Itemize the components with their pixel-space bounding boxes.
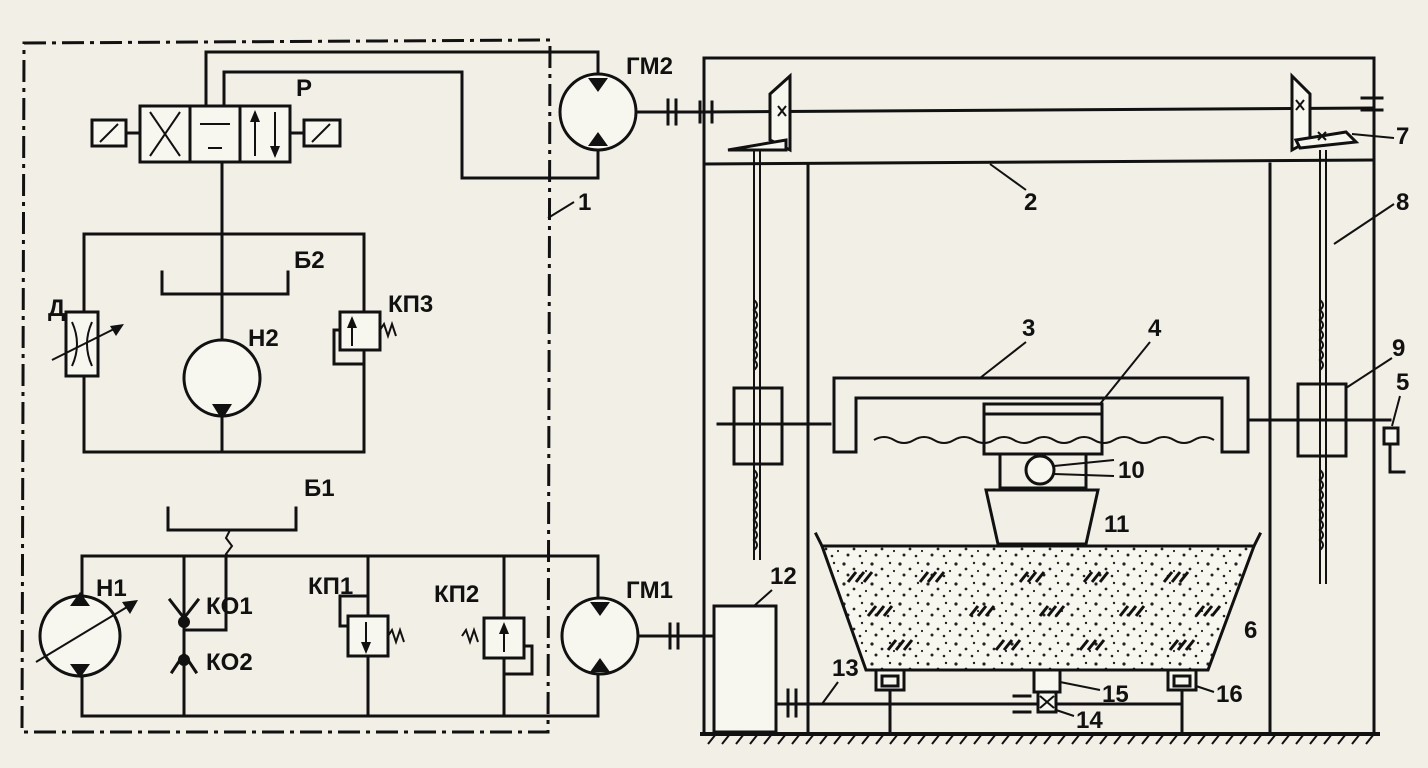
bottom-shaft <box>774 688 1182 718</box>
traverse-beam <box>832 376 1250 456</box>
upper-circuit <box>51 232 397 454</box>
label-KP2: КП2 <box>434 581 479 608</box>
motor-gm1 <box>560 596 716 676</box>
top-shaft <box>698 72 1384 153</box>
label-n16: 16 <box>1216 681 1243 708</box>
label-D: Д <box>48 295 65 322</box>
vibrator-assembly <box>984 452 1100 546</box>
label-n4: 4 <box>1148 315 1162 342</box>
lead-screw-left <box>716 150 832 560</box>
label-KO1: КО1 <box>206 593 253 620</box>
unit-housing <box>20 38 552 734</box>
label-B1: Б1 <box>304 475 335 502</box>
carriage <box>982 402 1104 456</box>
tank-b2 <box>160 270 290 296</box>
tank-b1 <box>166 506 298 532</box>
label-n7: 7 <box>1396 123 1409 150</box>
lead-screw-right <box>1246 150 1392 584</box>
label-n12: 12 <box>770 563 797 590</box>
label-KP1: КП1 <box>308 573 353 600</box>
label-n1: 1 <box>578 189 591 216</box>
label-GM2: ГМ2 <box>626 53 673 80</box>
lower-circuit <box>35 554 600 718</box>
line-to-gm2-bottom <box>222 70 600 180</box>
relief-valve-kp3 <box>338 310 382 352</box>
label-n2: 2 <box>1024 189 1037 216</box>
motor-gm2 <box>558 72 706 152</box>
label-n8: 8 <box>1396 189 1409 216</box>
label-H1: Н1 <box>96 575 127 602</box>
line-to-gm2-top <box>204 50 600 108</box>
drive-box <box>712 604 778 734</box>
directional-valve <box>90 104 342 164</box>
label-n15: 15 <box>1102 681 1129 708</box>
tool <box>984 488 1100 546</box>
hydraulic-unit: Р Д Б2 <box>20 38 600 734</box>
label-B2: Б2 <box>294 247 325 274</box>
label-n5: 5 <box>1396 369 1409 396</box>
label-n14: 14 <box>1076 707 1103 734</box>
supports <box>874 668 1198 736</box>
label-n3: 3 <box>1022 315 1035 342</box>
label-n11: 11 <box>1104 511 1129 538</box>
label-n9: 9 <box>1392 335 1405 362</box>
label-KO2: КО2 <box>206 649 253 676</box>
handwheel <box>1382 426 1406 474</box>
label-n13: 13 <box>832 655 859 682</box>
label-n6: 6 <box>1244 617 1257 644</box>
label-n10: 10 <box>1118 457 1145 484</box>
label-KP3: КП3 <box>388 291 433 318</box>
machine-frame <box>700 56 1380 745</box>
label-P: Р <box>296 75 312 102</box>
label-GM1: ГМ1 <box>626 577 673 604</box>
relief-valve-kp1 <box>346 614 390 658</box>
container <box>813 531 1263 672</box>
label-H2: Н2 <box>248 325 279 352</box>
